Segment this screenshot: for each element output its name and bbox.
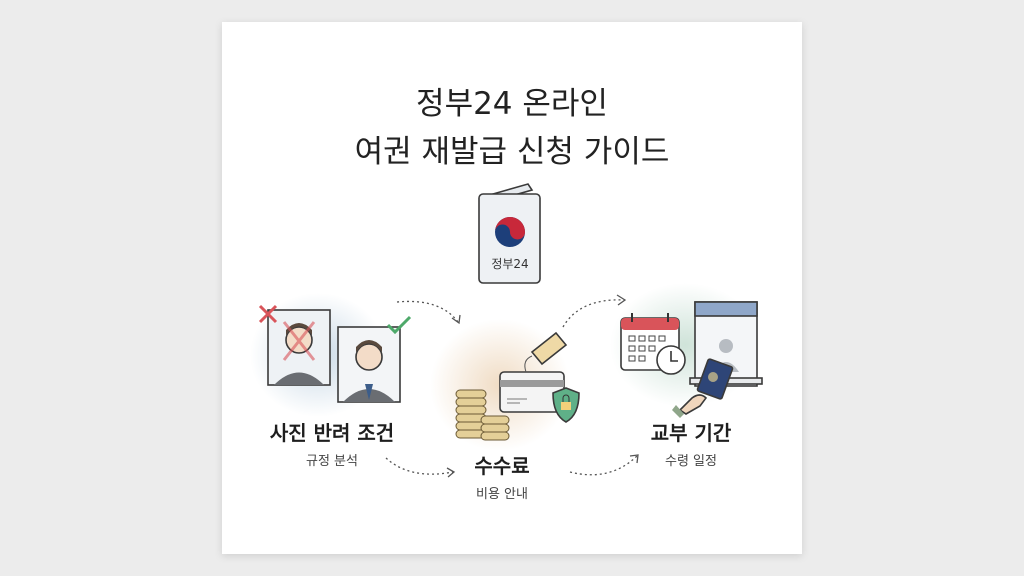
step-2-sublabel: 비용 안내 (476, 487, 528, 502)
arrowhead (629, 454, 639, 464)
step-3-sublabel: 수령 일정 (665, 454, 717, 469)
arrow-fee-to-step3 (569, 455, 638, 476)
arrowhead (616, 294, 627, 306)
passport-emblem-text: 정부24 (491, 257, 528, 271)
arrowhead (446, 467, 456, 478)
accepted-photo (337, 326, 401, 403)
step-2-label: 수수료 (474, 454, 529, 478)
accept-check-icon (386, 315, 412, 335)
payment-coins-card-icon (455, 331, 580, 441)
title-line-2: 여권 재발급 신청 가이드 (355, 134, 670, 170)
title-line-1: 정부24 온라인 (416, 86, 608, 122)
coins-icon (455, 389, 510, 441)
flow-arrows (385, 294, 639, 478)
passport-icon: 정부24 (478, 183, 541, 284)
arrow-step1-to-step2 (396, 300, 459, 323)
lock-shield-icon (552, 387, 580, 423)
price-tag-icon (524, 331, 568, 373)
arrow-step2-to-step3 (562, 299, 625, 328)
rejected-photo (267, 309, 331, 386)
photo-reject-accept-icon (258, 304, 412, 403)
step-1-sublabel: 규정 분석 (306, 454, 358, 469)
arrow-step1-to-fee (385, 457, 454, 475)
clock-icon (656, 345, 686, 375)
calendar-counter-icon (620, 301, 763, 418)
arrowhead (451, 314, 461, 325)
step-1-label: 사진 반려 조건 (270, 421, 394, 445)
hand-passport-icon (672, 358, 734, 418)
step-3-label: 교부 기간 (651, 421, 732, 445)
reject-x-icon (258, 304, 278, 324)
government-emblem-icon (495, 217, 525, 247)
